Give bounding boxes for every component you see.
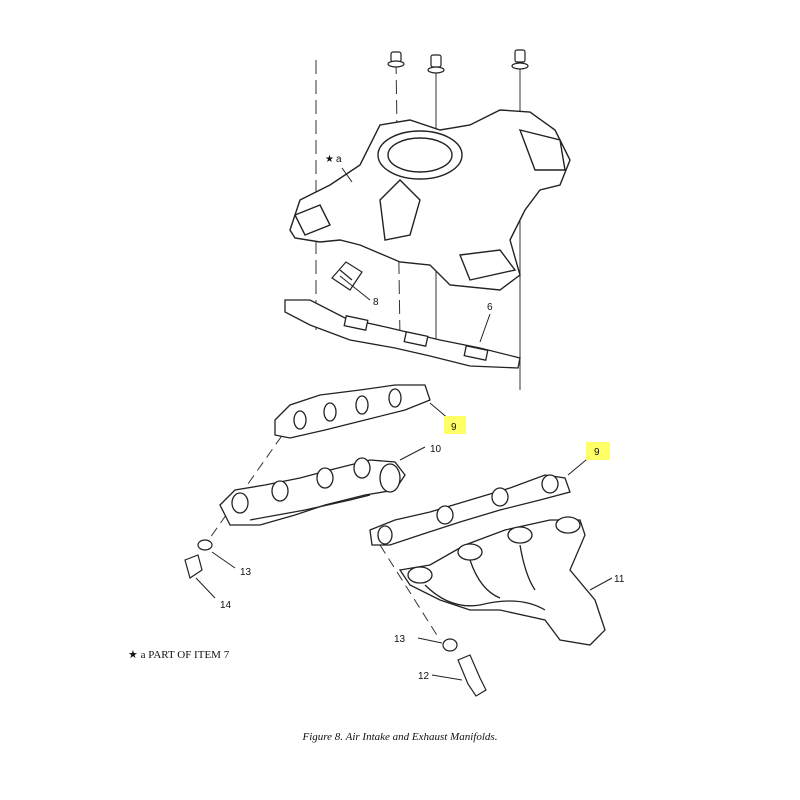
- intake-gasket: [284, 299, 521, 369]
- callout-9-left: 9: [451, 422, 457, 433]
- callout-13-left: 13: [240, 567, 252, 578]
- exhaust-gasket-left: [274, 384, 451, 439]
- right-fasteners: [417, 637, 487, 697]
- callout-8: 8: [373, 297, 379, 308]
- intake-callout-a: ★ a: [325, 154, 353, 183]
- exhaust-gasket-right: [369, 454, 593, 546]
- part-of-item-note: ★ a PART OF ITEM 7: [128, 648, 229, 661]
- fitting-8: [331, 261, 371, 301]
- left-fasteners: [184, 539, 236, 599]
- callout-10: 10: [430, 444, 442, 455]
- svg-text:★: ★: [325, 154, 334, 165]
- callout-13-right: 13: [394, 634, 406, 645]
- note-text: PART OF ITEM 7: [148, 649, 230, 661]
- callout-9-right: 9: [594, 447, 600, 458]
- callout-14: 14: [220, 600, 232, 611]
- callout-6: 6: [487, 302, 493, 313]
- svg-text:a: a: [336, 154, 342, 165]
- figure-caption: Figure 8. Air Intake and Exhaust Manifol…: [302, 731, 498, 743]
- callout-11: 11: [614, 574, 625, 585]
- highlight-left: [444, 416, 466, 434]
- exhaust-manifold-left: [219, 446, 426, 526]
- highlight-right: [586, 442, 610, 460]
- top-studs: [387, 49, 529, 74]
- note-prefix: ★ a: [128, 649, 146, 661]
- intake-manifold: [289, 109, 571, 291]
- exhaust-manifold-right: [398, 516, 613, 646]
- callout-12: 12: [418, 671, 430, 682]
